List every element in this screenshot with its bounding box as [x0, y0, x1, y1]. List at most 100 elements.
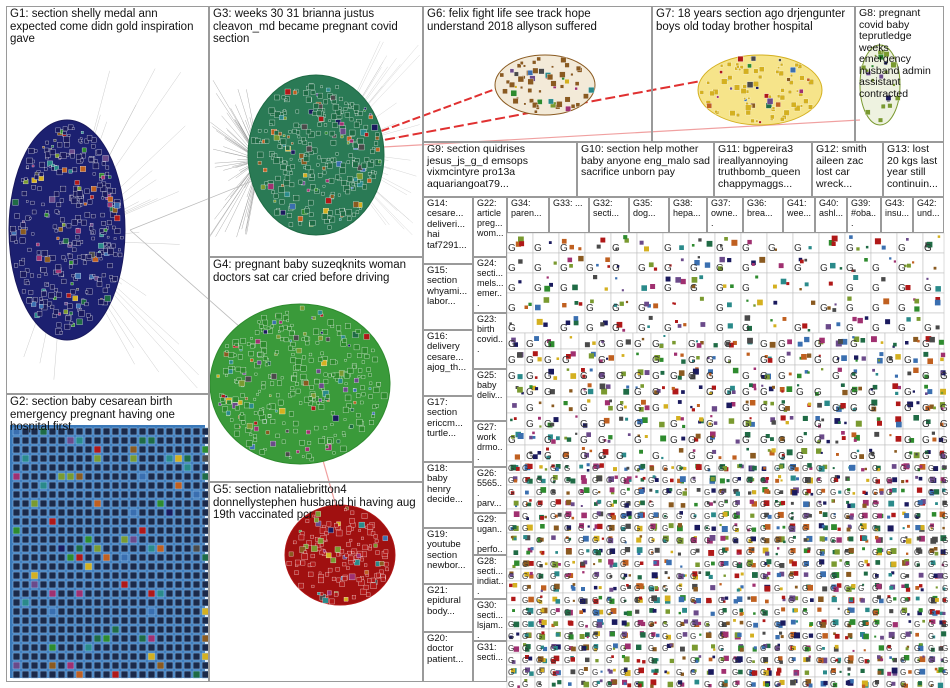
svg-text:G: G: [742, 371, 750, 382]
group-panel-g30: G30: secti... lsjam...: [473, 599, 507, 641]
svg-text:G: G: [664, 283, 672, 294]
svg-text:G: G: [898, 243, 906, 254]
svg-text:G: G: [846, 243, 854, 254]
group-panel-g18: G18: baby henry decide...: [423, 462, 473, 528]
svg-text:G: G: [634, 524, 640, 533]
svg-text:G: G: [648, 596, 654, 605]
svg-text:G: G: [928, 596, 934, 605]
svg-text:G: G: [638, 303, 646, 314]
svg-text:G: G: [526, 355, 534, 366]
svg-text:G: G: [690, 536, 696, 545]
svg-text:G: G: [620, 476, 626, 485]
svg-text:G: G: [536, 572, 542, 581]
svg-text:G: G: [942, 560, 948, 569]
svg-text:G: G: [690, 476, 696, 485]
svg-text:G: G: [718, 644, 724, 653]
svg-text:G: G: [796, 435, 804, 446]
svg-text:G: G: [662, 632, 668, 641]
svg-text:G: G: [844, 620, 850, 629]
svg-text:G: G: [508, 632, 514, 641]
svg-text:G: G: [536, 632, 542, 641]
svg-text:G: G: [648, 632, 654, 641]
group-label-g14: G14: cesare... deliveri... hai taf7291..…: [427, 198, 467, 251]
svg-text:G: G: [526, 371, 534, 382]
svg-text:G: G: [872, 548, 878, 557]
svg-text:G: G: [732, 524, 738, 533]
svg-text:G: G: [718, 608, 724, 617]
svg-text:G: G: [578, 488, 584, 497]
svg-text:G: G: [886, 548, 892, 557]
svg-text:G: G: [872, 608, 878, 617]
svg-text:G: G: [526, 451, 534, 462]
svg-text:G: G: [816, 644, 822, 653]
svg-text:G: G: [578, 644, 584, 653]
group-label-g11: G11: bgpereira3 ireallyannoying truthbom…: [718, 143, 801, 190]
svg-text:G: G: [924, 243, 932, 254]
svg-text:G: G: [536, 536, 542, 545]
group-panel-g26: G26: 5565... parv...: [473, 467, 507, 513]
svg-text:G: G: [898, 283, 906, 294]
svg-text:G: G: [598, 339, 606, 350]
svg-text:G: G: [560, 323, 568, 334]
svg-text:G: G: [688, 451, 696, 462]
svg-text:G: G: [522, 524, 528, 533]
group-panel-g15: G15: section whyami... labor...: [423, 264, 473, 330]
svg-text:G: G: [900, 572, 906, 581]
svg-text:G: G: [706, 419, 714, 430]
svg-text:G: G: [652, 339, 660, 350]
svg-text:G: G: [634, 403, 642, 414]
svg-text:G: G: [788, 548, 794, 557]
svg-text:G: G: [872, 500, 878, 509]
svg-text:G: G: [922, 371, 930, 382]
svg-text:G: G: [850, 371, 858, 382]
svg-text:G: G: [648, 476, 654, 485]
svg-text:G: G: [690, 632, 696, 641]
group-panel-g1: G1: section shelly medal ann expected co…: [6, 6, 209, 394]
svg-text:G: G: [634, 339, 642, 350]
svg-text:G: G: [940, 451, 948, 462]
svg-text:G: G: [928, 524, 934, 533]
svg-text:G: G: [802, 596, 808, 605]
svg-text:G: G: [522, 608, 528, 617]
group-panel-g33: G33: ...: [549, 197, 589, 233]
svg-text:G: G: [778, 355, 786, 366]
svg-text:G: G: [942, 596, 948, 605]
svg-text:G: G: [662, 476, 668, 485]
svg-text:G: G: [942, 620, 948, 629]
cluster-g2: [10, 425, 210, 679]
svg-text:G: G: [732, 476, 738, 485]
svg-text:G: G: [522, 584, 528, 593]
svg-text:G: G: [788, 464, 794, 473]
svg-text:G: G: [928, 476, 934, 485]
svg-text:G: G: [562, 355, 570, 366]
svg-text:G: G: [592, 512, 598, 521]
svg-text:G: G: [676, 536, 682, 545]
group-panel-g21: G21: epidural body...: [423, 584, 473, 632]
svg-text:G: G: [830, 572, 836, 581]
svg-text:G: G: [922, 403, 930, 414]
svg-text:G: G: [760, 644, 766, 653]
svg-text:G: G: [886, 620, 892, 629]
group-panel-g19: G19: youtube section newbor...: [423, 528, 473, 584]
svg-text:G: G: [900, 536, 906, 545]
svg-text:G: G: [858, 620, 864, 629]
svg-text:G: G: [508, 524, 514, 533]
svg-text:G: G: [536, 500, 542, 509]
svg-text:G: G: [522, 476, 528, 485]
svg-text:G: G: [872, 263, 880, 274]
svg-text:G: G: [522, 644, 528, 653]
svg-text:G: G: [560, 243, 568, 254]
svg-text:G: G: [742, 435, 750, 446]
svg-text:G: G: [872, 464, 878, 473]
svg-text:G: G: [580, 419, 588, 430]
svg-text:G: G: [578, 548, 584, 557]
svg-text:G: G: [724, 339, 732, 350]
svg-text:G: G: [830, 536, 836, 545]
svg-text:G: G: [814, 355, 822, 366]
svg-text:G: G: [616, 371, 624, 382]
svg-text:G: G: [872, 303, 880, 314]
svg-text:G: G: [522, 500, 528, 509]
svg-text:G: G: [724, 355, 732, 366]
svg-text:G: G: [900, 608, 906, 617]
svg-text:G: G: [716, 283, 724, 294]
